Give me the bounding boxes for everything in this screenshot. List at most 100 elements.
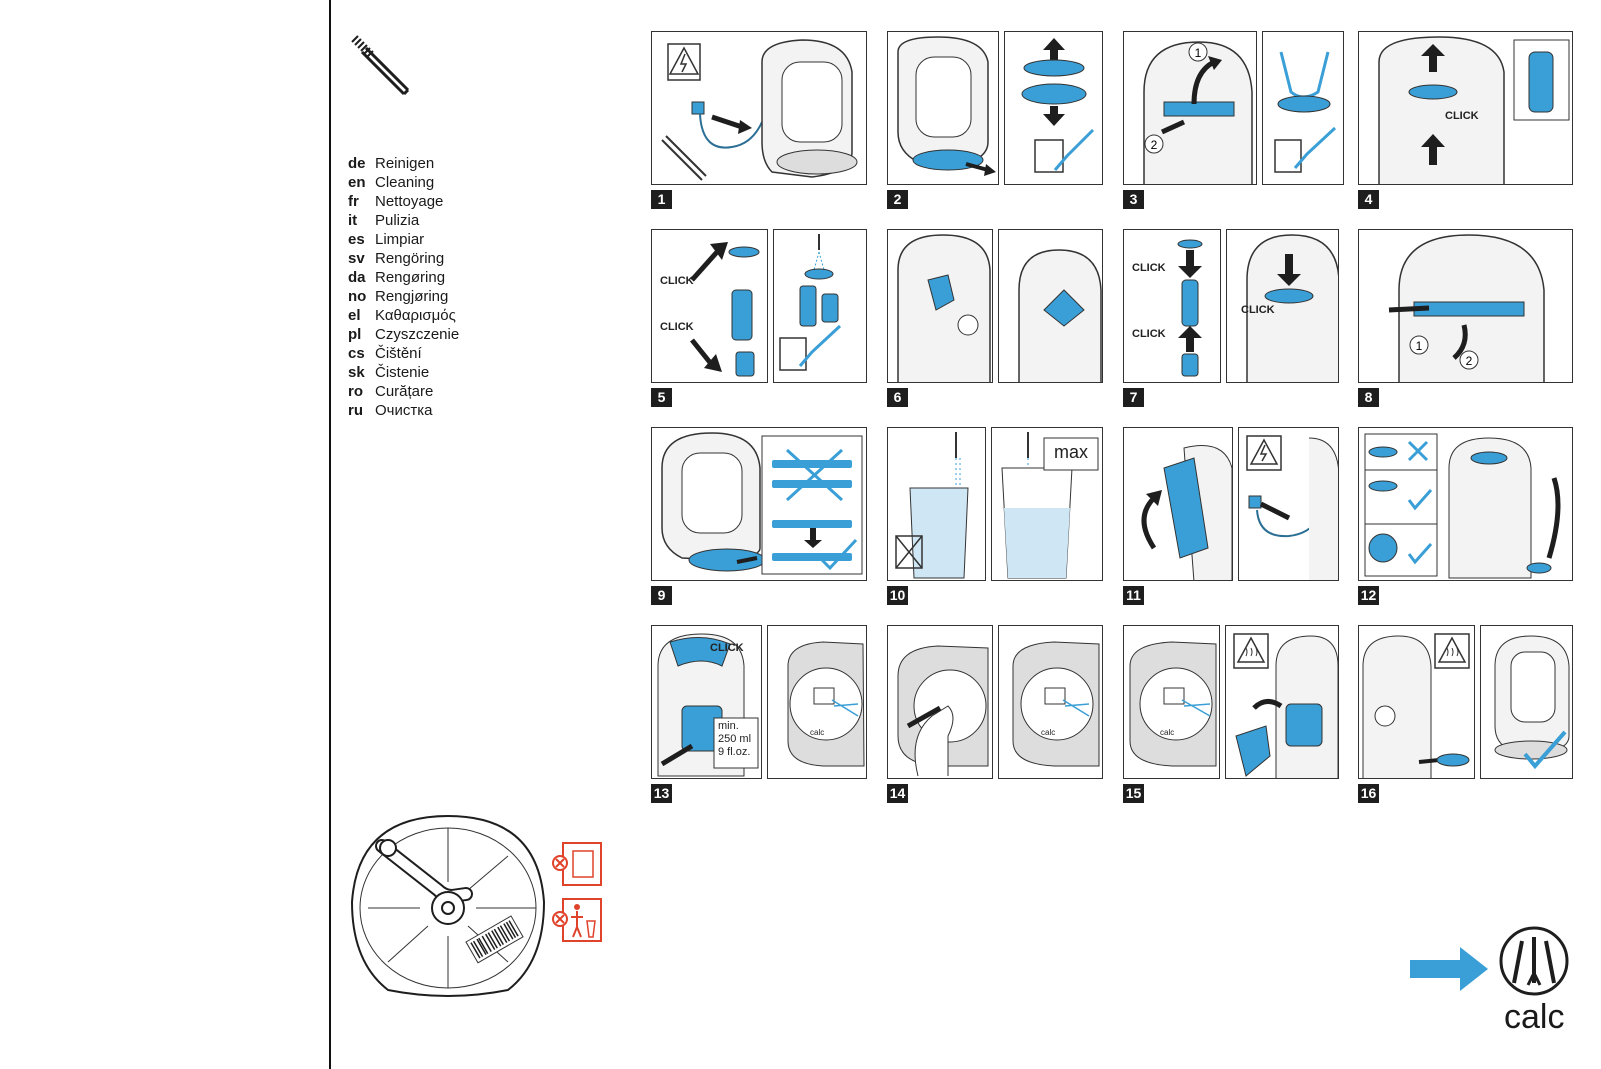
circle-2-label: 2 xyxy=(1466,354,1473,368)
click-label: CLICK xyxy=(1241,304,1275,316)
step-number: 14 xyxy=(887,784,908,803)
step-number: 8 xyxy=(1358,388,1379,407)
step-4-panel: CLICK xyxy=(1358,31,1573,185)
lang-code: el xyxy=(348,307,361,324)
step-13-panel-a: CLICK min. 250 ml 9 fl.oz. xyxy=(651,625,762,779)
click-label: CLICK xyxy=(660,275,694,287)
calc-label: calc xyxy=(1504,998,1565,1036)
lang-label: Rengøring xyxy=(375,269,446,286)
lang-label: Очистка xyxy=(375,402,433,419)
lang-code: pl xyxy=(348,326,362,343)
step-3-panel-b xyxy=(1262,31,1344,185)
min-line-1: min. xyxy=(718,720,739,732)
step-7-panel-b: CLICK xyxy=(1226,229,1339,383)
lang-code: no xyxy=(348,288,367,305)
step-number: 2 xyxy=(887,190,908,209)
lang-code: es xyxy=(348,231,365,248)
step-15-panel-b xyxy=(1225,625,1339,779)
click-label: CLICK xyxy=(1132,328,1166,340)
step-number: 3 xyxy=(1123,190,1144,209)
lang-code: fr xyxy=(348,193,359,210)
step-number: 16 xyxy=(1358,784,1379,803)
no-household-waste-icon xyxy=(552,898,602,942)
lang-label: Nettoyage xyxy=(375,193,444,210)
lang-row-en: en Cleaning xyxy=(348,173,459,192)
lang-row-it: it Pulizia xyxy=(348,211,459,230)
step-2-panel-a xyxy=(887,31,999,185)
lang-label: Čistenie xyxy=(375,364,430,381)
lang-row-no: no Rengjøring xyxy=(348,287,459,306)
step-6-panel-a xyxy=(887,229,993,383)
step-number: 4 xyxy=(1358,190,1379,209)
click-label: CLICK xyxy=(710,642,744,654)
tdisc-service-disc-illustration xyxy=(350,814,546,997)
lang-label: Reinigen xyxy=(375,155,435,172)
step-12-panel xyxy=(1358,427,1573,581)
step-9-panel xyxy=(651,427,867,581)
lang-code: cs xyxy=(348,345,365,362)
step-5-panel-b xyxy=(773,229,867,383)
step-11-panel-a xyxy=(1123,427,1233,581)
lang-code: en xyxy=(348,174,366,191)
calc-small-label: calc xyxy=(1160,728,1175,737)
min-line-2: 250 ml xyxy=(718,733,752,745)
click-label: CLICK xyxy=(1132,262,1166,274)
step-6-panel-b xyxy=(998,229,1103,383)
min-line-3: 9 fl.oz. xyxy=(718,746,751,758)
lang-code: ru xyxy=(348,402,363,419)
lang-code: sk xyxy=(348,364,365,381)
calc-small-label: calc xyxy=(1041,728,1056,737)
circle-1-label: 1 xyxy=(1195,46,1202,60)
lang-label: Curățare xyxy=(375,383,434,400)
lang-label: Czyszczenie xyxy=(375,326,460,343)
lang-row-fr: fr Nettoyage xyxy=(348,192,459,211)
lang-label: Rengöring xyxy=(375,250,445,267)
step-16-panel-a xyxy=(1358,625,1475,779)
step-14-panel-b: calc xyxy=(998,625,1103,779)
step-7-panel-a: CLICK CLICK xyxy=(1123,229,1221,383)
no-dishwasher-icon xyxy=(552,842,602,886)
click-label: CLICK xyxy=(660,321,694,333)
step-16-panel-b xyxy=(1480,625,1573,779)
lang-row-da: da Rengøring xyxy=(348,268,459,287)
step-14-panel-a xyxy=(887,625,993,779)
step-13-panel-b: calc xyxy=(767,625,867,779)
lang-code: ro xyxy=(348,383,363,400)
circle-2-label: 2 xyxy=(1151,138,1158,152)
step-number: 7 xyxy=(1123,388,1144,407)
lang-label: Pulizia xyxy=(375,212,420,229)
circle-1-label: 1 xyxy=(1416,339,1423,353)
cleaning-brush-icon xyxy=(351,35,410,96)
step-number: 5 xyxy=(651,388,672,407)
step-1-panel xyxy=(651,31,867,185)
vertical-divider xyxy=(329,0,331,1069)
arrow-to-calc-icon xyxy=(1410,926,1569,996)
lang-label: Cleaning xyxy=(375,174,435,191)
step-number: 11 xyxy=(1123,586,1144,605)
step-8-panel: 1 2 xyxy=(1358,229,1573,383)
step-10-panel-a xyxy=(887,427,986,581)
calc-small-label: calc xyxy=(810,728,825,737)
step-15-panel-a: calc xyxy=(1123,625,1220,779)
lang-row-ro: ro Curățare xyxy=(348,382,459,401)
lang-label: Čištění xyxy=(375,345,422,362)
step-2-panel-b xyxy=(1004,31,1103,185)
lang-code: da xyxy=(348,269,366,286)
lang-row-sk: sk Čistenie xyxy=(348,363,459,382)
max-label: max xyxy=(1054,442,1089,462)
step-number: 12 xyxy=(1358,586,1379,605)
step-number: 10 xyxy=(887,586,908,605)
lang-row-pl: pl Czyszczenie xyxy=(348,325,459,344)
step-3-panel-a: 1 2 xyxy=(1123,31,1257,185)
lang-code: it xyxy=(348,212,358,229)
lang-label: Rengjøring xyxy=(375,288,449,305)
lang-row-sv: sv Rengöring xyxy=(348,249,459,268)
click-label: CLICK xyxy=(1445,110,1479,122)
step-5-panel-a: CLICK CLICK xyxy=(651,229,768,383)
lang-row-cs: cs Čištění xyxy=(348,344,459,363)
step-11-panel-b xyxy=(1238,427,1339,581)
step-number: 13 xyxy=(651,784,672,803)
lang-code: sv xyxy=(348,250,365,267)
